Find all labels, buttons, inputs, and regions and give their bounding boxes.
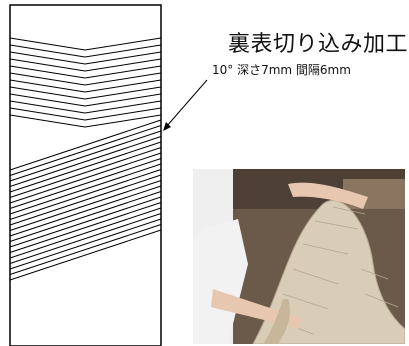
diagonal-cut-line [9, 218, 162, 270]
diagonal-cut-line [9, 224, 162, 275]
diagonal-cut-line [9, 202, 162, 253]
board-outline [9, 4, 162, 346]
zigzag-cut-line [9, 79, 162, 93]
diagonal-cut-line [9, 163, 162, 215]
diagonal-cut-line [9, 229, 162, 281]
diagonal-cut-line [9, 152, 162, 204]
diagonal-cut-line [9, 136, 162, 187]
diagonal-cut-line [9, 196, 162, 248]
diagonal-cut-line [9, 185, 162, 237]
zigzag-cut-line [9, 72, 162, 86]
diagonal-cut-line [9, 130, 162, 182]
diagonal-cut-line [9, 147, 162, 198]
diagonal-cut-lines [9, 119, 162, 281]
diagonal-cut-line [9, 207, 162, 259]
diagonal-cut-line [9, 158, 162, 209]
zigzag-cut-line [9, 37, 162, 51]
technique-spec: 10° 深さ7mm 間隔6mm [212, 63, 351, 77]
zigzag-cut-line [9, 100, 162, 114]
zigzag-cut-line [9, 51, 162, 65]
pointer-arrow-head [163, 122, 171, 131]
diagonal-cut-line [9, 141, 162, 193]
zigzag-cut-line [9, 58, 162, 72]
zigzag-cut-line [9, 65, 162, 79]
zigzag-cut-line [9, 107, 162, 121]
diagonal-cut-line [9, 125, 162, 176]
bent-plywood-photo [193, 169, 405, 344]
zigzag-cut-line [9, 86, 162, 100]
zigzag-cut-line [9, 44, 162, 58]
zigzag-cut-pattern [9, 37, 162, 128]
diagonal-cut-line [9, 119, 162, 171]
diagonal-cut-line [9, 213, 162, 264]
pointer-arrow-line [165, 79, 208, 128]
technique-title: 裏表切り込み加工 [228, 32, 409, 57]
diagonal-cut-line [9, 180, 162, 231]
zigzag-cut-line [9, 114, 162, 128]
diagonal-cut-line [9, 169, 162, 220]
diagonal-cut-line [9, 174, 162, 226]
zigzag-cut-line [9, 93, 162, 107]
diagonal-cut-line [9, 191, 162, 242]
